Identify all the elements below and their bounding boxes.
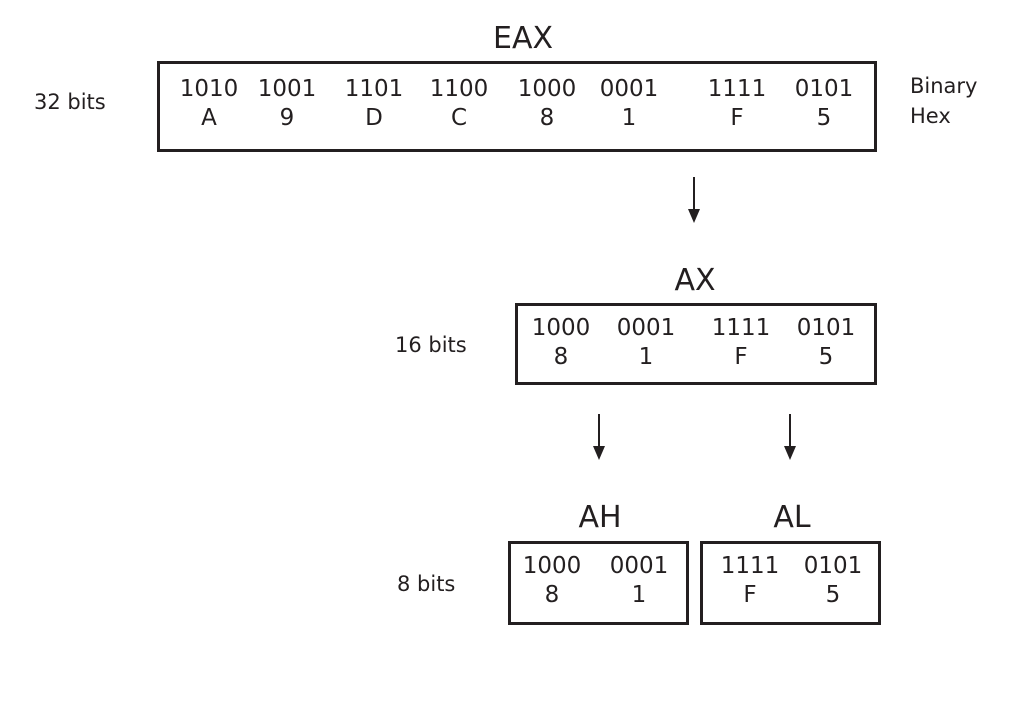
binary-value: 0001 (599, 76, 659, 102)
binary-row-label: Binary (910, 74, 978, 98)
eax-nibble: 1101 D (337, 78, 411, 130)
hex-value: 8 (539, 105, 555, 131)
hex-value: 5 (818, 344, 834, 370)
hex-value: 5 (816, 105, 832, 131)
binary-value: 0001 (616, 315, 676, 341)
down-arrow-icon (591, 414, 607, 462)
hex-value: 8 (544, 582, 560, 608)
hex-value: 1 (638, 344, 654, 370)
binary-value: 1111 (720, 553, 780, 579)
down-arrow-icon (686, 177, 702, 225)
al-nibble: 0101 5 (796, 555, 870, 607)
eax-nibble: 1001 9 (250, 78, 324, 130)
al-register-name: AL (773, 500, 811, 535)
al-nibble: 1111 F (713, 555, 787, 607)
hex-value: F (730, 105, 744, 131)
ax-size-label: 16 bits (395, 333, 467, 357)
hex-value: D (365, 105, 383, 131)
eax-size-label: 32 bits (34, 90, 106, 114)
binary-value: 0001 (609, 553, 669, 579)
binary-value: 1101 (344, 76, 404, 102)
binary-value: 1100 (429, 76, 489, 102)
hex-value: 5 (825, 582, 841, 608)
binary-value: 0101 (794, 76, 854, 102)
binary-value: 1000 (517, 76, 577, 102)
binary-value: 1111 (711, 315, 771, 341)
hex-value: 9 (279, 105, 295, 131)
eax-nibble: 1100 C (422, 78, 496, 130)
hex-value: C (450, 105, 468, 131)
hex-value: F (734, 344, 748, 370)
ax-register-box: 1000 8 0001 1 1111 F 0101 5 (515, 303, 877, 385)
binary-value: 1001 (257, 76, 317, 102)
hex-value: F (743, 582, 757, 608)
hex-value: 1 (621, 105, 637, 131)
eax-nibble: 1010 A (172, 78, 246, 130)
ah-nibble: 1000 8 (515, 555, 589, 607)
ax-nibble: 0101 5 (789, 317, 863, 369)
eax-register-name: EAX (492, 21, 554, 56)
ax-register-name: AX (674, 263, 716, 298)
ax-nibble: 1111 F (704, 317, 778, 369)
al-register-box: 1111 F 0101 5 (700, 541, 881, 625)
eax-register-box: 1010 A 1001 9 1101 D 1100 C 1000 8 0001 … (157, 61, 877, 152)
binary-value: 1000 (522, 553, 582, 579)
down-arrow-icon (782, 414, 798, 462)
binary-value: 1000 (531, 315, 591, 341)
ah-register-box: 1000 8 0001 1 (508, 541, 689, 625)
eax-nibble: 1111 F (700, 78, 774, 130)
eax-nibble: 0101 5 (787, 78, 861, 130)
hex-row-label: Hex (910, 104, 951, 128)
binary-value: 0101 (796, 315, 856, 341)
eax-nibble: 0001 1 (592, 78, 666, 130)
ax-nibble: 0001 1 (609, 317, 683, 369)
binary-value: 0101 (803, 553, 863, 579)
eax-nibble: 1000 8 (510, 78, 584, 130)
ah-size-label: 8 bits (397, 572, 456, 596)
hex-value: 8 (553, 344, 569, 370)
ax-nibble: 1000 8 (524, 317, 598, 369)
hex-value: 1 (631, 582, 647, 608)
binary-value: 1111 (707, 76, 767, 102)
binary-value: 1010 (179, 76, 239, 102)
ah-register-name: AH (578, 500, 622, 535)
hex-value: A (201, 105, 217, 131)
ah-nibble: 0001 1 (602, 555, 676, 607)
